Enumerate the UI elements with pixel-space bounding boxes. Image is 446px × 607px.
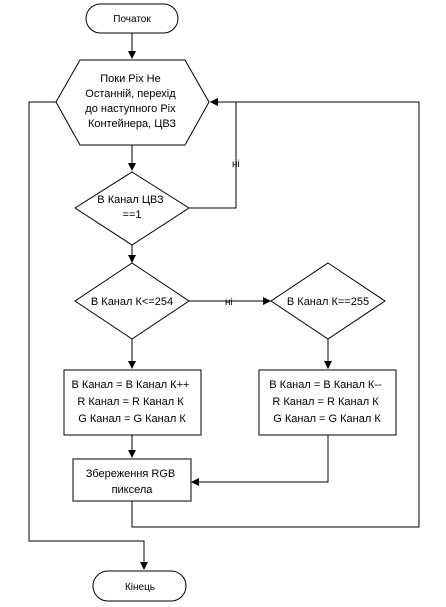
end-label: Кінець <box>125 582 155 593</box>
decision-cvz: В Канал ЦВЗ ==1 <box>74 171 190 246</box>
connector-dec-save <box>191 435 329 486</box>
decision-le254: В Канал К<=254 <box>74 262 190 340</box>
decision-eq255: В Канал К==255 <box>270 262 386 340</box>
label-no-cvz: ні <box>232 159 240 170</box>
loop-hexagon: Поки Pix Не Останній, перехід до наступн… <box>55 59 210 146</box>
connector-save-loop <box>131 98 420 528</box>
process-increment-label: В Канал = В Канал К++ R Канал = R Канал … <box>72 379 193 425</box>
decision-eq255-label: В Канал К==255 <box>287 296 369 308</box>
loop-label: Поки Pix Не Останній, перехід до наступн… <box>85 73 178 130</box>
process-increment: В Канал = В Канал К++ R Канал = R Канал … <box>63 369 202 436</box>
process-save-label: Збереження RGB пиксела <box>86 468 179 496</box>
process-decrement: В Канал = В Канал К-- R Канал = R Канал … <box>258 369 397 436</box>
process-save: Збереження RGB пиксела <box>72 458 192 502</box>
process-decrement-label: В Канал = В Канал К-- R Канал = R Канал … <box>269 379 384 425</box>
start-label: Початок <box>113 14 151 25</box>
decision-le254-label: В Канал К<=254 <box>91 296 173 308</box>
connector-loop-end <box>28 101 148 570</box>
end-terminator: Кінець <box>92 570 187 602</box>
label-no-le: ні <box>225 297 233 308</box>
start-terminator: Початок <box>85 3 179 34</box>
decision-cvz-label: В Канал ЦВЗ ==1 <box>97 194 166 221</box>
